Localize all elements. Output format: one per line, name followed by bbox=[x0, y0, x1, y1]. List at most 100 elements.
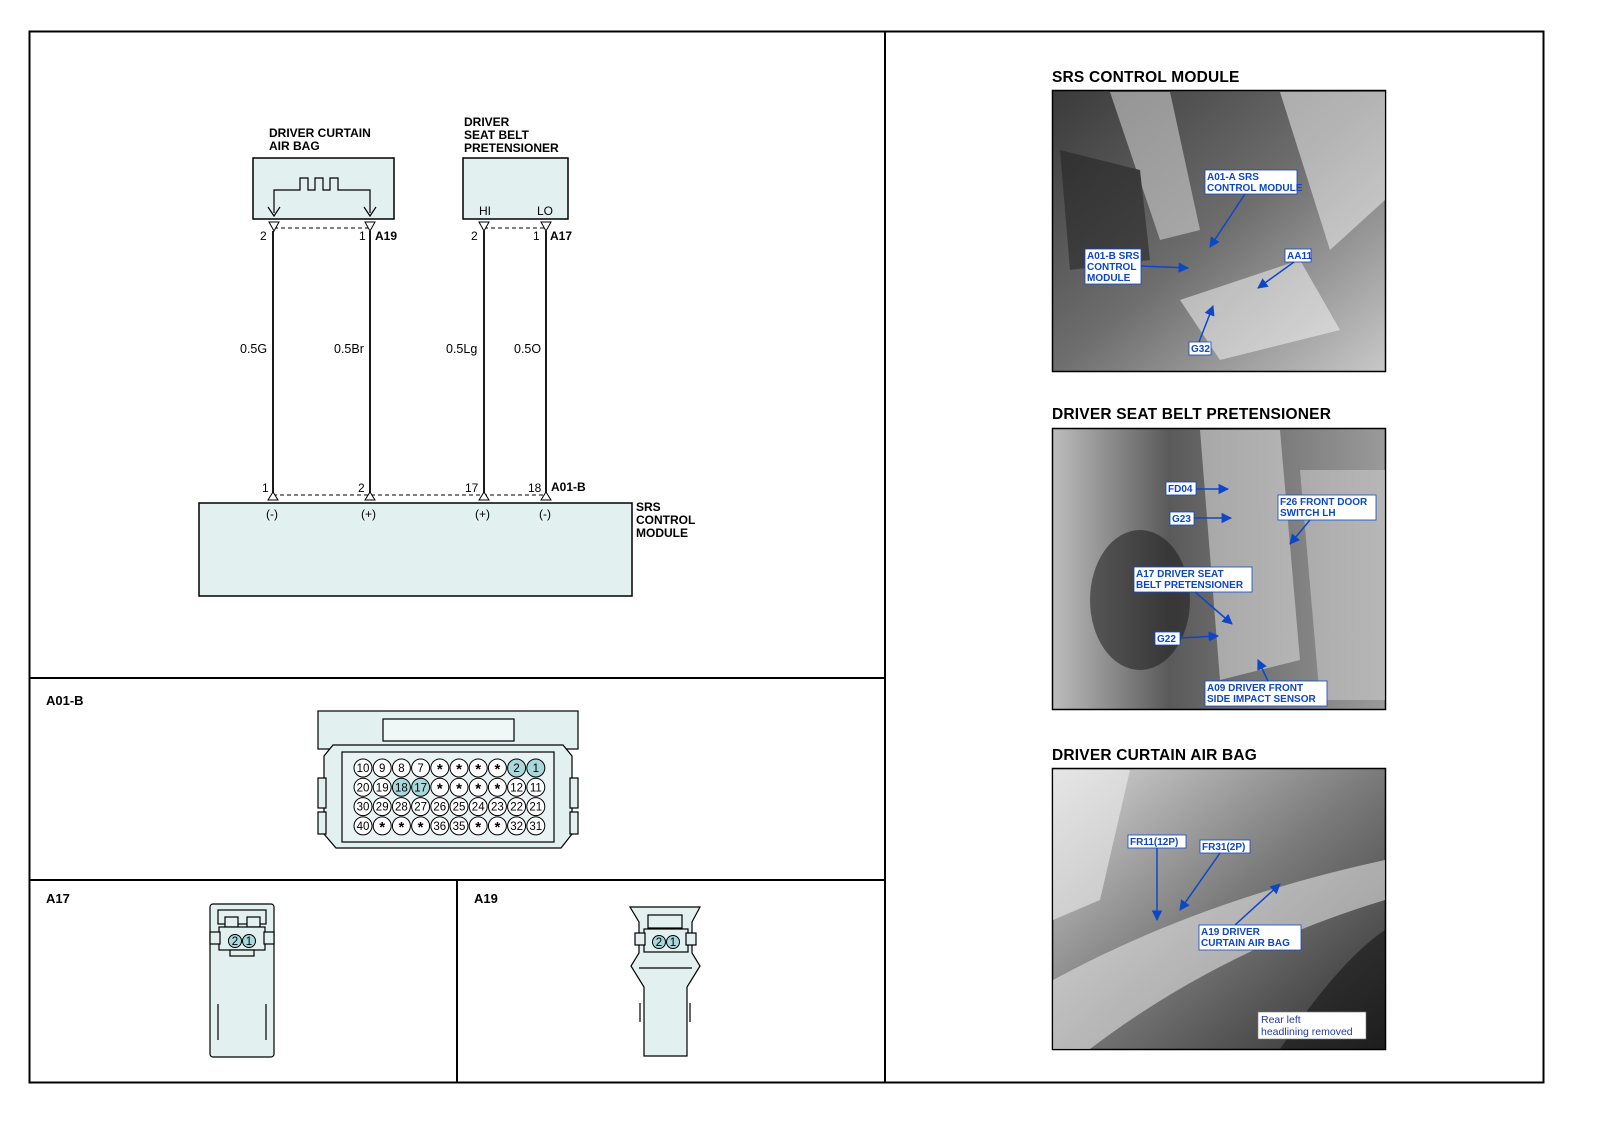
a01b-pin-circle bbox=[391, 758, 411, 778]
a01b-pin-circle bbox=[353, 797, 373, 817]
pretensioner-label-line3: PRETENSIONER bbox=[464, 141, 559, 155]
a01b-pin-number: 36 bbox=[433, 821, 446, 833]
a01b-pin-number: 18 bbox=[395, 782, 408, 794]
a17-panel-label: A17 bbox=[46, 891, 70, 906]
photo2-title: DRIVER SEAT BELT PRETENSIONER bbox=[1052, 406, 1331, 423]
a01b-pin-circle bbox=[411, 777, 431, 797]
a01b-pin-number: * bbox=[456, 780, 462, 797]
photo3-callouts: FR11(12P) FR31(2P) A19 DRIVER CURTAIN AI… bbox=[1127, 834, 1367, 1040]
a01b-pin-circle bbox=[353, 758, 373, 778]
wiring-schematic: DRIVER CURTAIN AIR BAG DRIVER SEAT BELT … bbox=[198, 115, 695, 597]
a01b-pin-circle bbox=[487, 777, 507, 797]
callout-a01b-line2: CONTROL bbox=[1087, 262, 1136, 273]
a01b-pin-circle bbox=[411, 797, 431, 817]
a01b-pin-circle bbox=[487, 797, 507, 817]
a19-pin-circle bbox=[666, 935, 680, 949]
a01b-pin-circle bbox=[507, 816, 527, 836]
callout-fr31: FR31(2P) bbox=[1202, 842, 1245, 853]
curtain-airbag-label-line2: AIR BAG bbox=[269, 139, 320, 153]
a01b-pin-number: 17 bbox=[414, 782, 427, 794]
a01b-pin-number: 20 bbox=[357, 782, 370, 794]
callout-a01a-line2: CONTROL MODULE bbox=[1207, 183, 1303, 194]
a01b-pin-number: 30 bbox=[357, 802, 370, 814]
a01b-pin-circle bbox=[391, 797, 411, 817]
bottom-connector-marks bbox=[267, 491, 552, 501]
photo-srs-control-module: SRS CONTROL MODULE A01-A SRS CONTROL MOD… bbox=[1051, 69, 1387, 373]
photo-seat-belt-pretensioner: DRIVER SEAT BELT PRETENSIONER FD04 G23 F… bbox=[1051, 406, 1387, 711]
pretensioner-lo-label: LO bbox=[537, 204, 553, 218]
a01b-pin-circle bbox=[468, 816, 488, 836]
callout-a01b-line3: MODULE bbox=[1087, 273, 1131, 284]
photo3-note-line1: Rear left bbox=[1261, 1014, 1301, 1026]
a19-connector-housing bbox=[628, 906, 701, 1057]
pretensioner-label-line2: SEAT BELT bbox=[464, 128, 530, 142]
photo1-callouts: A01-A SRS CONTROL MODULE A01-B SRS CONTR… bbox=[1084, 169, 1312, 356]
a01b-pin-number: 32 bbox=[510, 821, 523, 833]
callout-f26-line2: SWITCH LH bbox=[1280, 508, 1336, 519]
pretensioner-component: DRIVER SEAT BELT PRETENSIONER HI LO bbox=[462, 115, 569, 220]
srs-module-label-line1: SRS bbox=[636, 500, 661, 514]
a01b-pin-number: * bbox=[494, 819, 500, 836]
a01b-pin-circle bbox=[372, 758, 392, 778]
a19-panel-label: A19 bbox=[474, 891, 498, 906]
wires bbox=[272, 231, 547, 494]
a01b-pin-circle bbox=[353, 816, 373, 836]
wire4-top-pin: 1 bbox=[533, 229, 540, 243]
a01b-pin-number: 11 bbox=[530, 782, 542, 794]
wire3-top-pin: 2 bbox=[471, 229, 478, 243]
a01b-pin-circle bbox=[430, 758, 450, 778]
a01b-pin-number: 26 bbox=[433, 802, 446, 814]
callout-f26-line1: F26 FRONT DOOR bbox=[1280, 497, 1368, 508]
a01b-pin-number: 27 bbox=[414, 802, 427, 814]
srs-control-module-component: SRS CONTROL MODULE bbox=[198, 500, 695, 597]
a01b-pin-number: 29 bbox=[376, 802, 389, 814]
a01b-pin-number: * bbox=[494, 761, 500, 778]
a01b-pin-circle bbox=[468, 777, 488, 797]
wire1-polarity: (-) bbox=[266, 507, 278, 521]
callout-fd04: FD04 bbox=[1168, 484, 1193, 495]
wire1-top-pin: 2 bbox=[260, 229, 267, 243]
a01b-pin-number: 19 bbox=[376, 782, 389, 794]
a17-pin-number: 1 bbox=[246, 936, 252, 948]
a01b-pin-circle bbox=[449, 797, 469, 817]
a01b-pin-number: * bbox=[456, 761, 462, 778]
a01b-pin-number: * bbox=[475, 780, 481, 797]
wire4-polarity: (-) bbox=[539, 507, 551, 521]
callout-g23: G23 bbox=[1172, 514, 1191, 525]
a19-pin-circle bbox=[652, 935, 666, 949]
a01b-pin-circle bbox=[430, 777, 450, 797]
callout-aa11: AA11 bbox=[1287, 251, 1312, 262]
a01b-pin-number: * bbox=[437, 761, 443, 778]
a01b-pin-circle bbox=[526, 816, 546, 836]
callout-a01b-line1: A01-B SRS bbox=[1087, 251, 1140, 262]
a01b-panel-label: A01-B bbox=[46, 693, 84, 708]
photo2-callouts: FD04 G23 F26 FRONT DOOR SWITCH LH A17 DR… bbox=[1133, 481, 1377, 707]
a01b-pin-number: 23 bbox=[491, 802, 504, 814]
a01b-pin-number: 24 bbox=[472, 802, 485, 814]
a01b-pin-circle bbox=[468, 797, 488, 817]
callout-g22: G22 bbox=[1157, 634, 1176, 645]
wire3-bottom-pin: 17 bbox=[465, 481, 479, 495]
pretensioner-hi-label: HI bbox=[479, 204, 491, 218]
wire1-bottom-pin: 1 bbox=[262, 481, 269, 495]
callout-a09-line2: SIDE IMPACT SENSOR bbox=[1207, 694, 1316, 705]
photo3-note-line2: headlining removed bbox=[1261, 1026, 1353, 1038]
a01b-pin-circle bbox=[411, 758, 431, 778]
a01b-pin-circle bbox=[487, 816, 507, 836]
a19-connector-ref: A19 bbox=[375, 229, 397, 243]
a01b-pin-circle bbox=[507, 758, 527, 778]
a17-connector-ref: A17 bbox=[550, 229, 572, 243]
a01b-pin-number: 7 bbox=[417, 763, 423, 775]
a17-pin-number: 2 bbox=[232, 936, 238, 948]
a01b-pin-circle bbox=[449, 777, 469, 797]
a01b-pin-circle bbox=[372, 777, 392, 797]
a01b-pin-circle bbox=[353, 777, 373, 797]
callout-a19-line1: A19 DRIVER bbox=[1201, 927, 1261, 938]
a17-pin-circle bbox=[242, 934, 256, 948]
a01b-pin-circle bbox=[391, 777, 411, 797]
curtain-airbag-label-line1: DRIVER CURTAIN bbox=[269, 126, 371, 140]
